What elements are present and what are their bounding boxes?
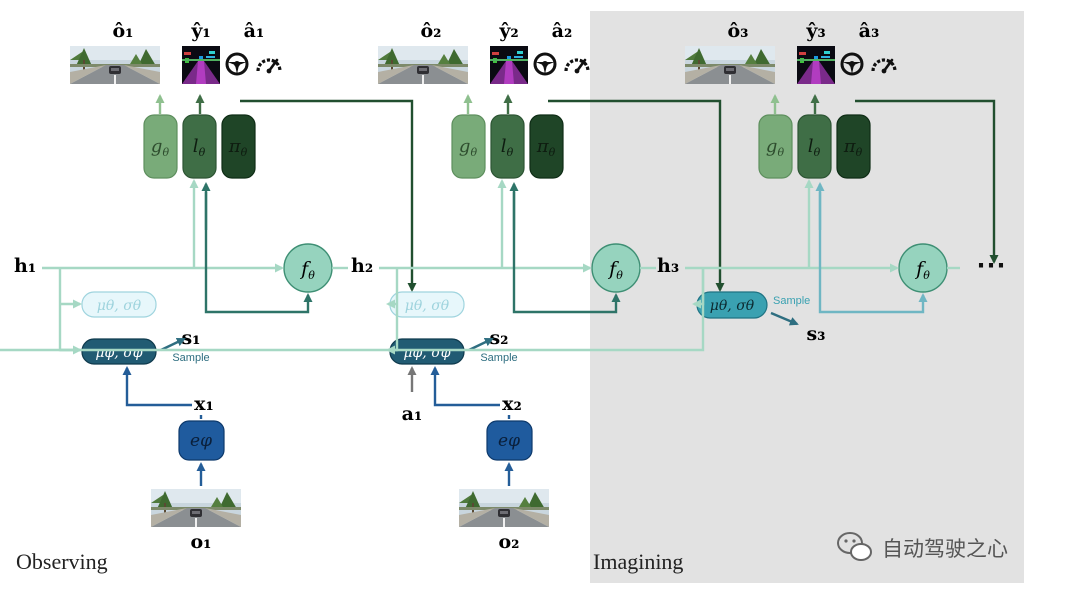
obs-pred-label: ô₃ [728,20,749,42]
hidden-branch [58,268,80,352]
predicted-frame-image [70,46,160,84]
arrow-sample [770,311,799,326]
hidden-state-label: h₃ [657,255,679,277]
decoder-pi-label: πθ [843,136,863,159]
predicted-segmentation-image [182,46,220,84]
action-pred-label: â₁ [244,20,265,42]
decoder-g-label: gθ [766,136,785,159]
decoder-pi-box [529,114,564,179]
decoder-l-label: lθ [193,136,206,159]
observation-label: o₁ [191,531,212,553]
obs-pred-label: ô₁ [113,20,134,42]
wechat-icon [837,532,872,561]
prior-distribution-label: μθ, σθ [710,298,755,314]
feature-label: x₂ [502,393,522,415]
arrow-feature-to-posterior [430,366,500,407]
seg-pred-label: ŷ₁ [190,20,210,42]
decoder-g-label: gθ [151,136,170,159]
decoder-pi-box [221,114,256,179]
arrow-feature-to-posterior [122,366,192,407]
hidden-state-label: h₁ [14,255,36,277]
prior-distribution-label: μθ, σθ [97,298,142,314]
state-sample-label: s₃ [806,323,825,345]
imagining-label: Imagining [593,549,683,574]
transition-f-label: fθ [914,258,930,282]
arrow-action-feedback [240,99,417,292]
arrow-state-to-transition [512,192,621,314]
predicted-segmentation-image [490,46,528,84]
observing-label: Observing [16,549,108,574]
arrow-sample [160,337,186,352]
arrow-action-feedback [855,99,999,264]
hidden-state-label: h₂ [351,255,373,277]
action-input-label: a₁ [402,403,423,425]
seg-pred-label: ŷ₃ [805,20,825,42]
arrow-state-to-transition [204,192,313,314]
encoder-label: eφ [190,431,212,451]
posterior-distribution-label: μφ, σφ [95,345,142,361]
watermark: 自动驾驶之心 [837,532,1008,561]
posterior-distribution-label: μφ, σφ [403,345,450,361]
arrow-sample [468,337,494,352]
predicted-segmentation-image [797,46,835,84]
decoder-l-box [797,114,832,179]
arrow-state-to-transition [818,192,928,314]
encoder-label: eφ [498,431,520,451]
sample-caption: Sample [480,352,517,364]
observation-frame-image [459,489,549,527]
sample-caption: Sample [172,352,209,364]
feature-label: x₁ [194,393,214,415]
speedometer-icon [256,58,282,76]
action-pred-label: â₃ [859,20,880,42]
decoder-g-box [143,114,178,179]
prior-distribution-label: μθ, σθ [405,298,450,314]
decoder-g-box [758,114,793,179]
imagining-region [590,11,1024,583]
predicted-frame-image [378,46,468,84]
decoder-l-label: lθ [808,136,821,159]
steering-wheel-icon [225,52,249,76]
encoder-box [486,420,533,461]
observation-frame-image [151,489,241,527]
decoder-pi-label: πθ [228,136,248,159]
obs-pred-label: ô₂ [421,20,442,42]
seg-pred-label: ŷ₂ [498,20,518,42]
arrow-action-feedback [548,99,725,292]
observation-label: o₂ [499,531,520,553]
action-pred-label: â₂ [552,20,573,42]
decoder-pi-label: πθ [536,136,556,159]
predicted-frame-image [685,46,775,84]
encoder-box [178,420,225,461]
steering-wheel-icon [533,52,557,76]
transition-f-label: fθ [299,258,315,282]
watermark-text: 自动驾驶之心 [882,537,1008,561]
speedometer-icon [564,58,590,76]
continuation-ellipsis: ⋯ [976,248,1006,283]
transition-f-label: fθ [607,258,623,282]
prior-distribution-box [81,291,157,318]
state-sample-label: s₂ [489,327,508,349]
state-sample-label: s₁ [181,327,200,349]
decoder-l-box [490,114,525,179]
arrow-hidden-to-prior [692,268,705,309]
sample-caption: Sample [773,295,810,307]
decoder-g-box [451,114,486,179]
posterior-distribution-box [81,338,157,365]
decoder-pi-box [836,114,871,179]
decoder-l-label: lθ [501,136,514,159]
decoder-l-box [182,114,217,179]
decoder-g-label: gθ [459,136,478,159]
